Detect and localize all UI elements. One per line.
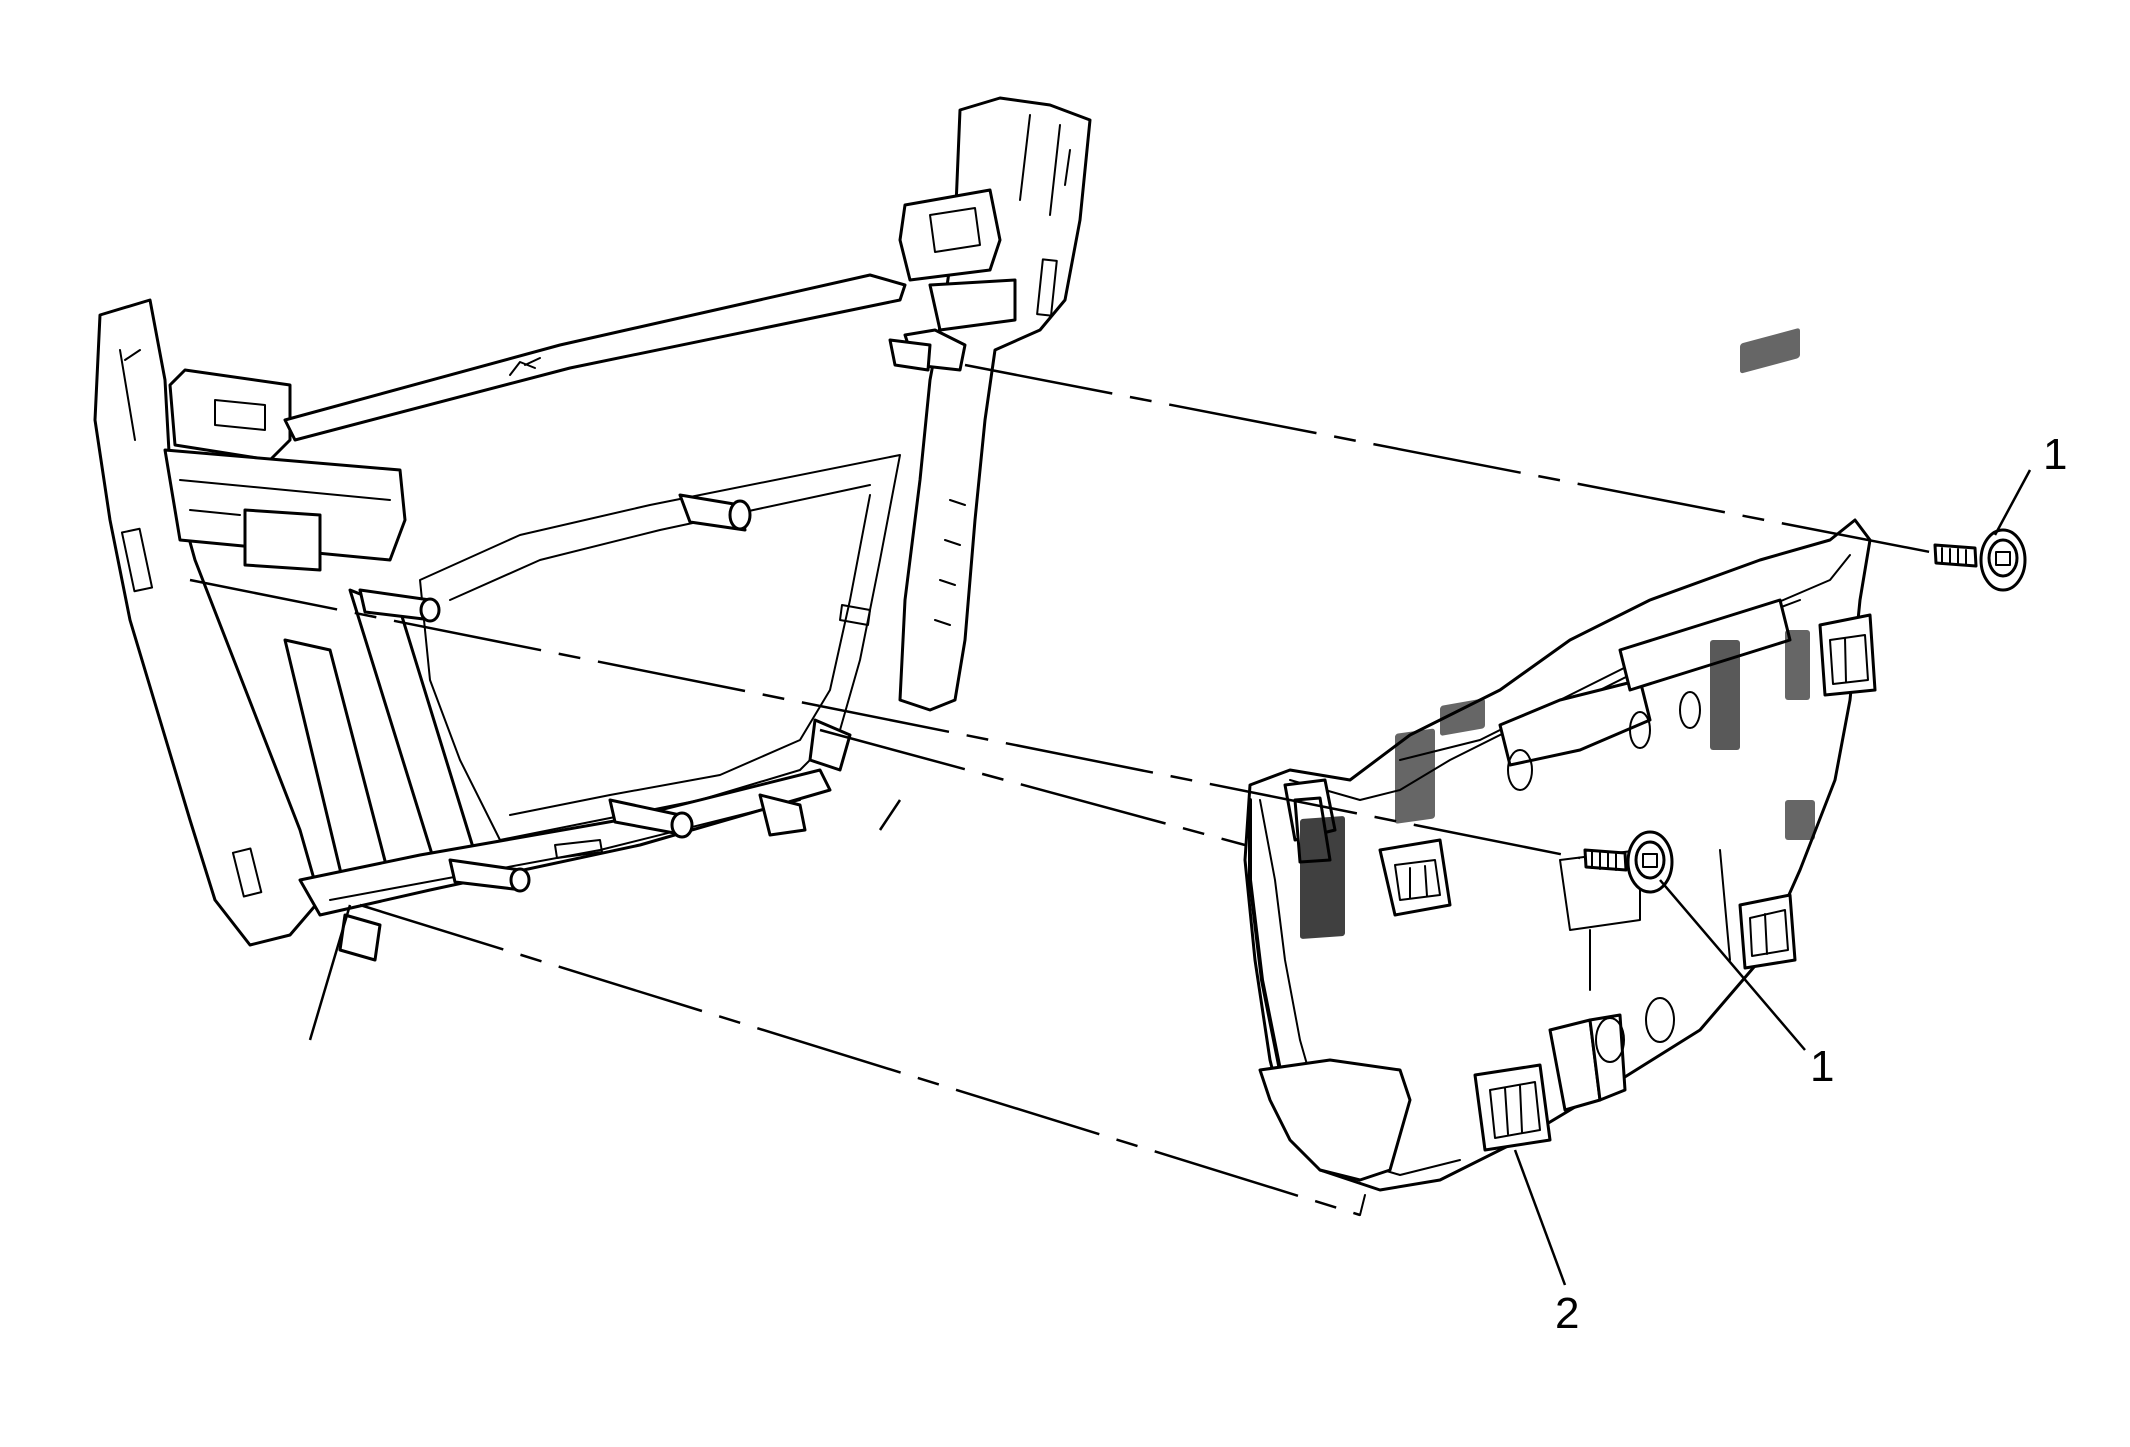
callout-1-top-label: 1: [2043, 430, 2068, 479]
fastener-screw-bottom: [1583, 830, 1674, 894]
vent-grille-left: [1300, 698, 1485, 939]
callout-1-bottom-label: 1: [1810, 1042, 1835, 1091]
callout-2-label: 2: [1555, 1289, 1580, 1338]
leader-lines: [1513, 469, 2032, 1286]
fastener-screw-top: [1933, 528, 2027, 592]
mounting-bracket: [93, 96, 1092, 962]
alignment-lines: [189, 363, 1931, 1217]
cluster-housing: [1243, 328, 1877, 1192]
vent-grille-right: [1710, 328, 1815, 840]
